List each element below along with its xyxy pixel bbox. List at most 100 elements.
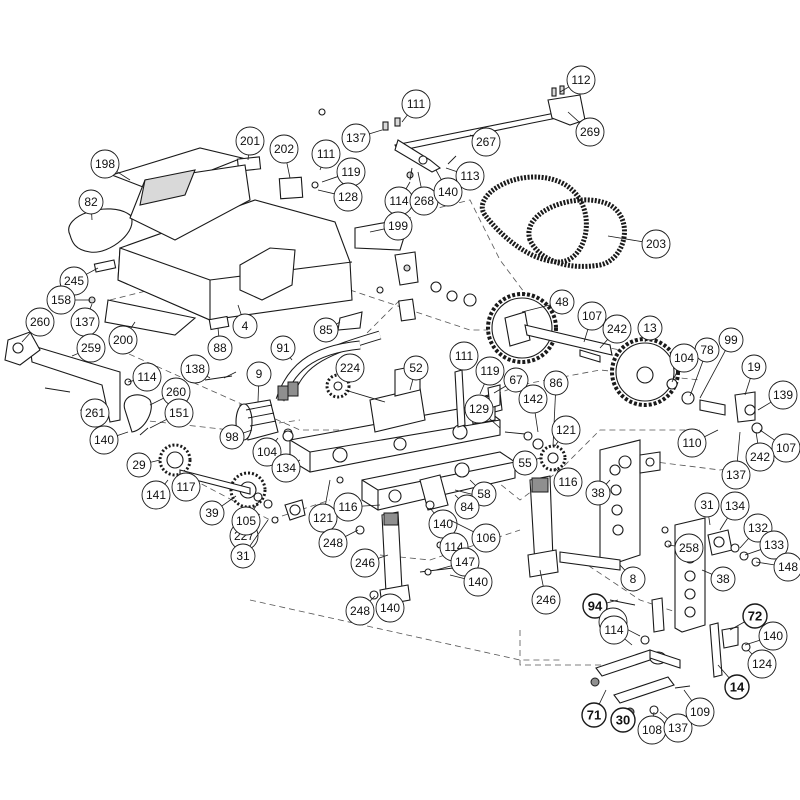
callout-label: 105 xyxy=(236,514,256,528)
callout-31: 31 xyxy=(694,492,720,526)
callout-label: 55 xyxy=(518,456,532,470)
callout-label: 8 xyxy=(630,572,637,586)
callout-leader xyxy=(89,303,93,310)
callout-circle xyxy=(758,621,788,651)
callout-circle xyxy=(475,356,505,386)
callout-leader xyxy=(454,494,459,499)
callout-label: 224 xyxy=(340,361,360,375)
callout-leader xyxy=(361,504,381,507)
callout-38: 38 xyxy=(585,479,611,506)
callout-label: 140 xyxy=(94,433,114,447)
callout-leader xyxy=(409,379,414,391)
callout-leader xyxy=(317,189,335,195)
callout-circle xyxy=(741,354,767,380)
callout-leader xyxy=(659,711,668,719)
callout-leader xyxy=(744,549,761,556)
callout-111: 111 xyxy=(449,341,479,371)
callout-leader xyxy=(739,538,749,549)
callout-label: 58 xyxy=(477,487,491,501)
callout-label: 158 xyxy=(51,293,71,307)
callout-circle xyxy=(90,149,120,179)
callout-leader xyxy=(583,329,589,343)
callout-leader xyxy=(559,86,570,93)
callout-label: 86 xyxy=(549,376,563,390)
callout-leader xyxy=(489,418,501,429)
callout-72: 72 xyxy=(729,603,768,631)
callout-leader xyxy=(237,304,242,315)
callout-119: 119 xyxy=(321,157,366,187)
callout-140: 140 xyxy=(449,567,493,597)
callout-leader xyxy=(369,595,376,602)
callout-circle xyxy=(768,380,798,410)
callout-leader xyxy=(253,499,261,510)
callout-leader xyxy=(164,479,169,485)
callout-label: 148 xyxy=(778,560,798,574)
callout-leader xyxy=(552,394,556,447)
callout-label: 29 xyxy=(132,458,146,472)
callout-134: 134 xyxy=(719,491,750,531)
callout-leader xyxy=(493,385,506,394)
callout-leader xyxy=(116,171,131,181)
callout-137: 137 xyxy=(721,431,751,490)
callout-leader xyxy=(206,375,211,379)
callout-140: 140 xyxy=(375,593,405,623)
callout-circle xyxy=(78,189,104,215)
callout-119: 119 xyxy=(475,356,505,395)
callout-label: 111 xyxy=(407,97,426,111)
callout-leader xyxy=(757,401,772,411)
callout-label: 245 xyxy=(64,274,84,288)
callout-112: 112 xyxy=(559,65,596,95)
callout-114: 114 xyxy=(384,181,414,216)
callout-leader xyxy=(469,134,474,137)
callout-198: 198 xyxy=(90,149,131,181)
sprockets-and-shafts xyxy=(158,281,763,521)
callout-label: 134 xyxy=(725,499,745,513)
callout-52: 52 xyxy=(403,355,429,391)
callout-circle xyxy=(669,343,699,373)
callout-leader xyxy=(249,519,269,547)
callout-leader xyxy=(429,507,435,514)
callout-leader xyxy=(286,162,291,179)
callout-leader xyxy=(689,361,704,397)
callout-circle xyxy=(582,593,608,619)
callout-circle xyxy=(199,500,225,526)
callout-label: 107 xyxy=(776,441,796,455)
callout-248: 248 xyxy=(318,528,359,558)
hood-housing xyxy=(68,147,411,336)
callout-label: 142 xyxy=(523,392,543,406)
callout-circle xyxy=(246,361,272,387)
callout-246: 246 xyxy=(350,548,389,578)
callout-circle xyxy=(551,415,581,445)
callout-121: 121 xyxy=(551,415,581,447)
callout-circle xyxy=(269,134,299,164)
callout-138: 138 xyxy=(180,354,211,384)
callout-circle xyxy=(231,506,261,536)
callout-29: 29 xyxy=(126,452,161,478)
callout-circle xyxy=(724,674,750,700)
callout-114: 114 xyxy=(127,362,162,392)
callout-label: 116 xyxy=(338,500,357,514)
callout-label: 71 xyxy=(587,708,601,723)
callout-circle xyxy=(503,367,529,393)
callout-label: 104 xyxy=(674,351,694,365)
callout-label: 109 xyxy=(690,705,710,719)
callout-leader xyxy=(445,167,457,172)
callout-leader xyxy=(671,370,679,383)
callout-label: 31 xyxy=(236,549,250,563)
callout-label: 129 xyxy=(469,402,489,416)
callout-circle xyxy=(76,333,106,363)
callout-leader xyxy=(755,561,775,566)
callout-leader xyxy=(744,639,760,646)
callout-260: 260 xyxy=(21,307,55,343)
callout-105: 105 xyxy=(231,499,261,536)
callout-circle xyxy=(433,177,463,207)
callout-label: 139 xyxy=(773,388,793,402)
callout-55: 55 xyxy=(512,450,541,476)
callout-circle xyxy=(531,585,561,615)
callout-circle xyxy=(759,530,789,560)
callout-circle xyxy=(108,325,138,355)
callout-151: 151 xyxy=(149,398,194,429)
callout-label: 112 xyxy=(571,73,590,87)
callout-label: 31 xyxy=(700,498,714,512)
callout-leader xyxy=(729,621,745,631)
